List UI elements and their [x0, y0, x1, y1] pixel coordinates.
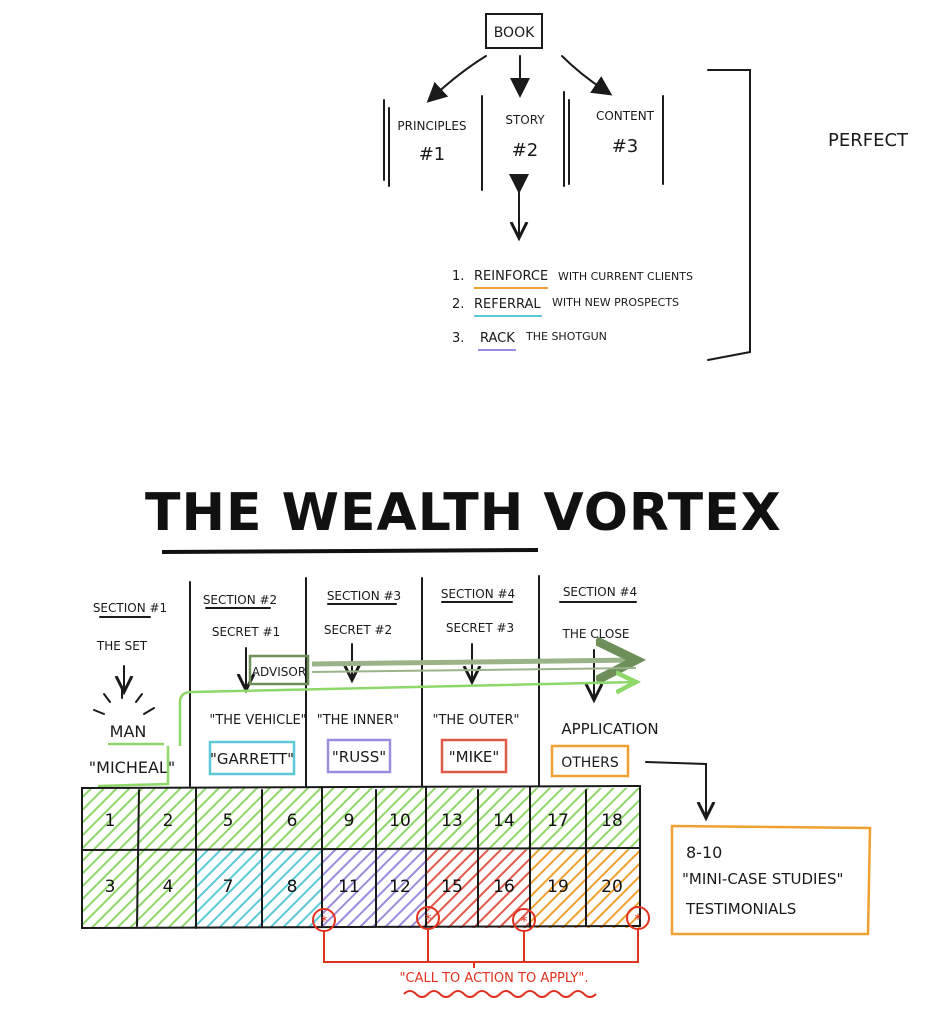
book-label: BOOK	[494, 25, 535, 41]
svg-text:*: *	[521, 914, 528, 930]
advisor-label: ADVISOR	[252, 665, 306, 679]
column-label-story: STORY	[505, 113, 545, 127]
column-number-story: #2	[512, 140, 539, 161]
grid-cell-number: 13	[441, 811, 463, 831]
grid-cell-number: 6	[287, 811, 298, 831]
section-5: SECTION #4 THE CLOSE APPLICATION OTHERS	[550, 585, 706, 818]
testimonials-label: TESTIMONIALS	[685, 900, 796, 918]
list-key: REINFORCE	[474, 269, 548, 284]
page-title: THE WEALTH VORTEX	[145, 483, 782, 543]
list-number: 1.	[452, 269, 464, 284]
case-studies-label: "MINI-CASE STUDIES"	[682, 870, 843, 888]
application-label: APPLICATION	[561, 720, 658, 738]
person-russ: "RUSS"	[332, 748, 386, 766]
section-heading: SECTION #4	[441, 587, 515, 601]
person-mike: "MIKE"	[449, 748, 499, 766]
section-heading: SECTION #3	[327, 589, 401, 603]
case-studies-count: 8-10	[686, 843, 722, 862]
grid-cell-number: 10	[389, 811, 411, 831]
case-studies-box: 8-10 "MINI-CASE STUDIES" TESTIMONIALS	[670, 824, 872, 936]
section-heading: SECTION #2	[203, 593, 277, 607]
advisor-flow: ADVISOR	[178, 656, 636, 746]
section-secret: SECRET #1	[212, 625, 280, 639]
list-number: 2.	[452, 297, 464, 312]
grid-cell-number: 18	[601, 811, 623, 831]
list-rest: THE SHOTGUN	[525, 330, 607, 343]
section-secret: SECRET #3	[446, 621, 514, 635]
section-label: THE SET	[96, 639, 148, 653]
perfect-label: PERFECT	[828, 130, 909, 151]
list-rest: WITH CURRENT CLIENTS	[558, 270, 693, 283]
cta-label: "CALL TO ACTION TO APPLY".	[400, 971, 589, 986]
column-label-content: CONTENT	[596, 109, 655, 123]
section-label: THE CLOSE	[561, 627, 629, 641]
grid-cell-number: 3	[105, 877, 116, 897]
section-2: SECTION #2 SECRET #1 "THE VEHICLE" "GARR…	[203, 593, 307, 776]
person-others: OTHERS	[561, 755, 619, 771]
top-diagram: BOOK PRINCIPLES #1 STORY #2 CONTENT #3 P…	[383, 13, 909, 361]
man-label: MAN	[110, 722, 147, 741]
grid-cell-number: 14	[493, 811, 515, 831]
section-label: "THE VEHICLE"	[209, 713, 306, 728]
svg-text:*: *	[425, 912, 432, 928]
grid-cell-number: 15	[441, 877, 463, 897]
list-rest: WITH NEW PROSPECTS	[552, 296, 679, 309]
svg-text:*: *	[321, 914, 328, 930]
person-garrett: "GARRETT"	[210, 750, 294, 768]
section-secret: SECRET #2	[324, 623, 392, 637]
list-item-3: 3. RACK THE SHOTGUN	[452, 330, 607, 351]
grid-cell-number: 7	[223, 877, 234, 897]
section-label: "THE OUTER"	[433, 713, 520, 728]
grid-cell-number: 12	[389, 877, 411, 897]
grid-cell-number: 4	[163, 877, 174, 897]
section-4: SECTION #4 SECRET #3 "THE OUTER" "MIKE"	[433, 587, 520, 774]
list-item-1: 1. REINFORCE WITH CURRENT CLIENTS	[452, 269, 693, 289]
section-heading: SECTION #4	[563, 585, 637, 599]
grid-cell-number: 11	[338, 877, 360, 897]
title-underline	[161, 548, 539, 554]
grid-cell-number: 1	[105, 811, 116, 831]
grid-cell-number: 5	[223, 811, 234, 831]
list-key: REFERRAL	[474, 297, 541, 312]
arrow-to-content	[561, 55, 613, 96]
grid-cell-number: 9	[344, 811, 355, 831]
column-number-principles: #1	[419, 144, 446, 165]
book-box	[485, 13, 543, 49]
grid-cell-number: 20	[601, 877, 623, 897]
section-heading: SECTION #1	[93, 601, 167, 615]
column-number-content: #3	[612, 136, 639, 157]
section-dividers	[189, 575, 540, 787]
grid-cell-number: 19	[547, 877, 569, 897]
svg-text:*: *	[635, 912, 642, 928]
grid-cell-number: 2	[163, 811, 174, 831]
list-item-2: 2. REFERRAL WITH NEW PROSPECTS	[452, 296, 679, 317]
column-label-principles: PRINCIPLES	[397, 119, 466, 133]
call-to-action: * * * * "CALL TO ACTION TO APPLY".	[312, 906, 650, 998]
person-micheal: "MICHEAL"	[89, 758, 175, 777]
grid-cell-number: 16	[493, 877, 515, 897]
list-number: 3.	[452, 331, 464, 346]
arrow-to-principles	[426, 55, 487, 103]
section-1: SECTION #1 THE SET MAN "MICHEAL"	[89, 601, 175, 788]
section-3: SECTION #3 SECRET #2 "THE INNER" "RUSS"	[317, 589, 401, 774]
section-label: "THE INNER"	[317, 713, 400, 728]
grid-cell-number: 8	[287, 877, 298, 897]
grid-cell-number: 17	[547, 811, 569, 831]
bracket	[707, 69, 751, 361]
list-key: RACK	[480, 331, 515, 346]
